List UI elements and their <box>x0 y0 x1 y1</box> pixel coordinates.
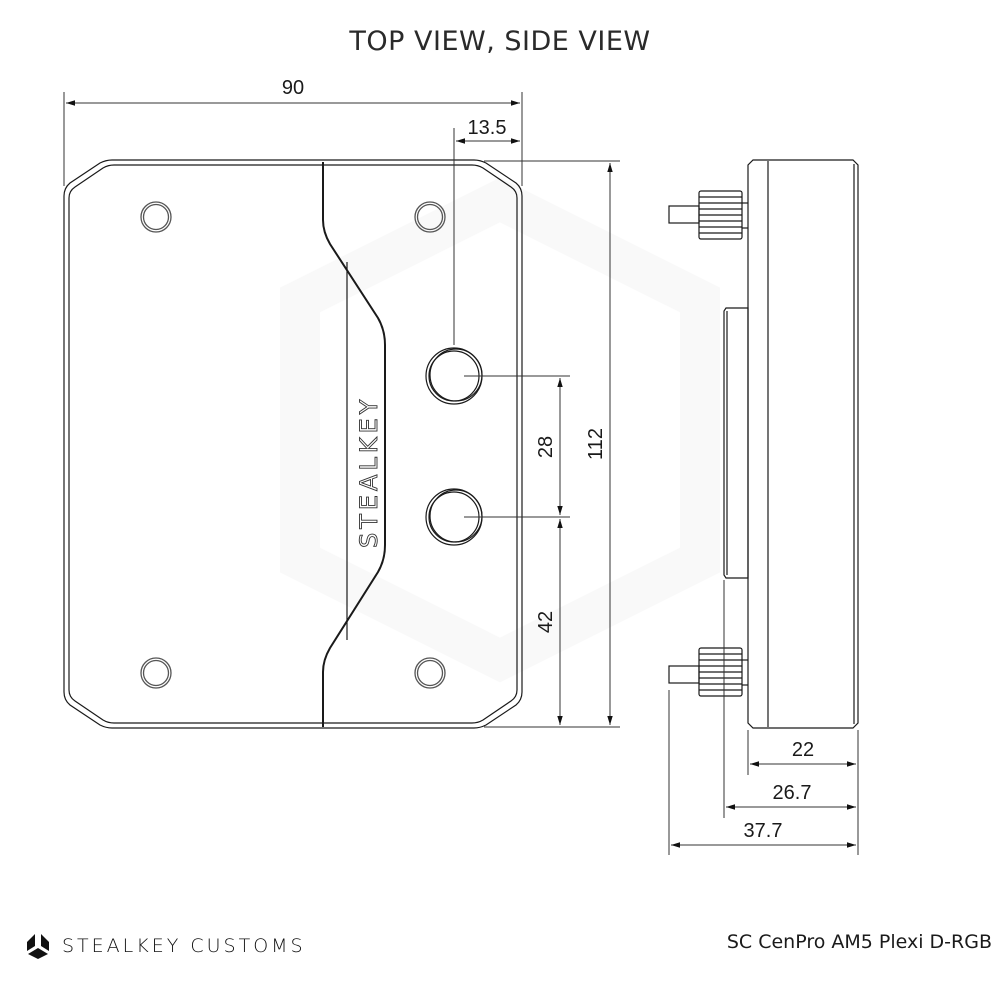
fitting-bottom <box>668 647 748 697</box>
dim-block-thickness: 22 <box>792 739 814 761</box>
dim-port-offset: 13.5 <box>468 117 507 139</box>
drawing-title: TOP VIEW, SIDE VIEW <box>349 26 651 57</box>
coldplate <box>723 307 749 579</box>
dim-overall-height: 112 <box>585 428 607 460</box>
top-view-outline <box>63 159 523 729</box>
side-view <box>668 159 859 729</box>
fitting-top <box>668 190 748 240</box>
side-view-body <box>747 159 859 729</box>
plexi-cover-edge <box>322 162 386 727</box>
side-view-dimensions <box>668 580 859 855</box>
engraved-logo: STEALKEY <box>355 396 383 548</box>
watermark-logo <box>280 177 720 683</box>
dim-with-coldplate: 26.7 <box>773 782 812 804</box>
top-view-inner-outline <box>68 164 518 724</box>
stealkey-logo-icon <box>27 934 49 959</box>
ports <box>425 347 483 546</box>
dim-with-fittings: 37.7 <box>744 820 783 842</box>
footer-brand: STEALKEY CUSTOMS <box>24 930 306 962</box>
dim-port-spacing: 28 <box>535 436 557 458</box>
dim-lower-port-bottom: 42 <box>535 611 557 633</box>
brand-name: STEALKEY CUSTOMS <box>62 935 306 957</box>
mounting-holes <box>140 201 446 689</box>
top-view-dimensions <box>63 92 620 728</box>
model-name: SC CenPro AM5 Plexi D-RGB <box>726 931 992 953</box>
dim-overall-width: 90 <box>282 77 304 99</box>
